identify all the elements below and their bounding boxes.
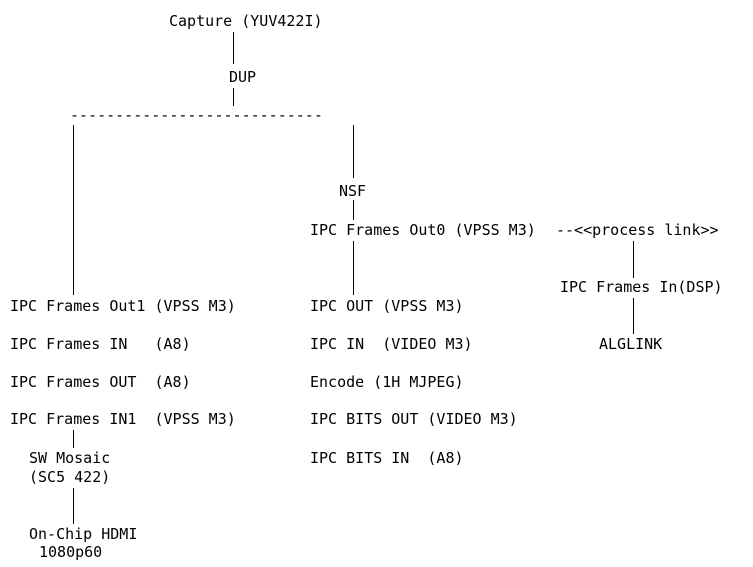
capture-node: Capture (YUV422I) xyxy=(169,12,323,30)
ipc-frames-out0-node: IPC Frames Out0 (VPSS M3) xyxy=(310,221,536,239)
ipc-frames-out-a8-node: IPC Frames OUT (A8) xyxy=(10,373,191,391)
process-link-to-dsp-line xyxy=(633,241,634,278)
process-link-connector: --<<process link>> xyxy=(556,221,719,239)
dup-node: DUP xyxy=(229,68,257,86)
dup-split-bar: ---------------------------- xyxy=(70,106,323,124)
right-branch-line xyxy=(353,125,354,178)
sw-mosaic-node-line1: SW Mosaic xyxy=(29,449,111,467)
ipc-frames-in1-node: IPC Frames IN1 (VPSS M3) xyxy=(10,410,236,428)
hdmi-node-line1: On-Chip HDMI xyxy=(29,525,138,543)
dsp-to-alglink-line xyxy=(633,298,634,334)
encode-node: Encode (1H MJPEG) xyxy=(310,373,464,391)
out0-to-ipc-out-line xyxy=(353,241,354,295)
ipc-frames-in-a8-node: IPC Frames IN (A8) xyxy=(10,335,191,353)
nsf-to-ipc-out0-line xyxy=(353,200,354,220)
left-branch-line xyxy=(73,125,74,295)
ipc-frames-in-dsp-node: IPC Frames In(DSP) xyxy=(560,278,723,296)
alglink-node: ALGLINK xyxy=(599,335,663,353)
mosaic-to-hdmi-line xyxy=(73,488,74,524)
in1-to-mosaic-line xyxy=(73,430,74,448)
ipc-bits-out-node: IPC BITS OUT (VIDEO M3) xyxy=(310,410,518,428)
hdmi-node-line2: 1080p60 xyxy=(39,543,103,561)
nsf-node: NSF xyxy=(339,182,367,200)
ipc-out-vpss-node: IPC OUT (VPSS M3) xyxy=(310,297,464,315)
sw-mosaic-node-line2: (SC5 422) xyxy=(29,468,111,486)
ipc-bits-in-node: IPC BITS IN (A8) xyxy=(310,449,464,467)
ipc-frames-out1-node: IPC Frames Out1 (VPSS M3) xyxy=(10,297,236,315)
capture-to-dup-line xyxy=(233,32,234,64)
ipc-in-video-node: IPC IN (VIDEO M3) xyxy=(310,335,473,353)
dup-to-bar-line xyxy=(233,88,234,106)
